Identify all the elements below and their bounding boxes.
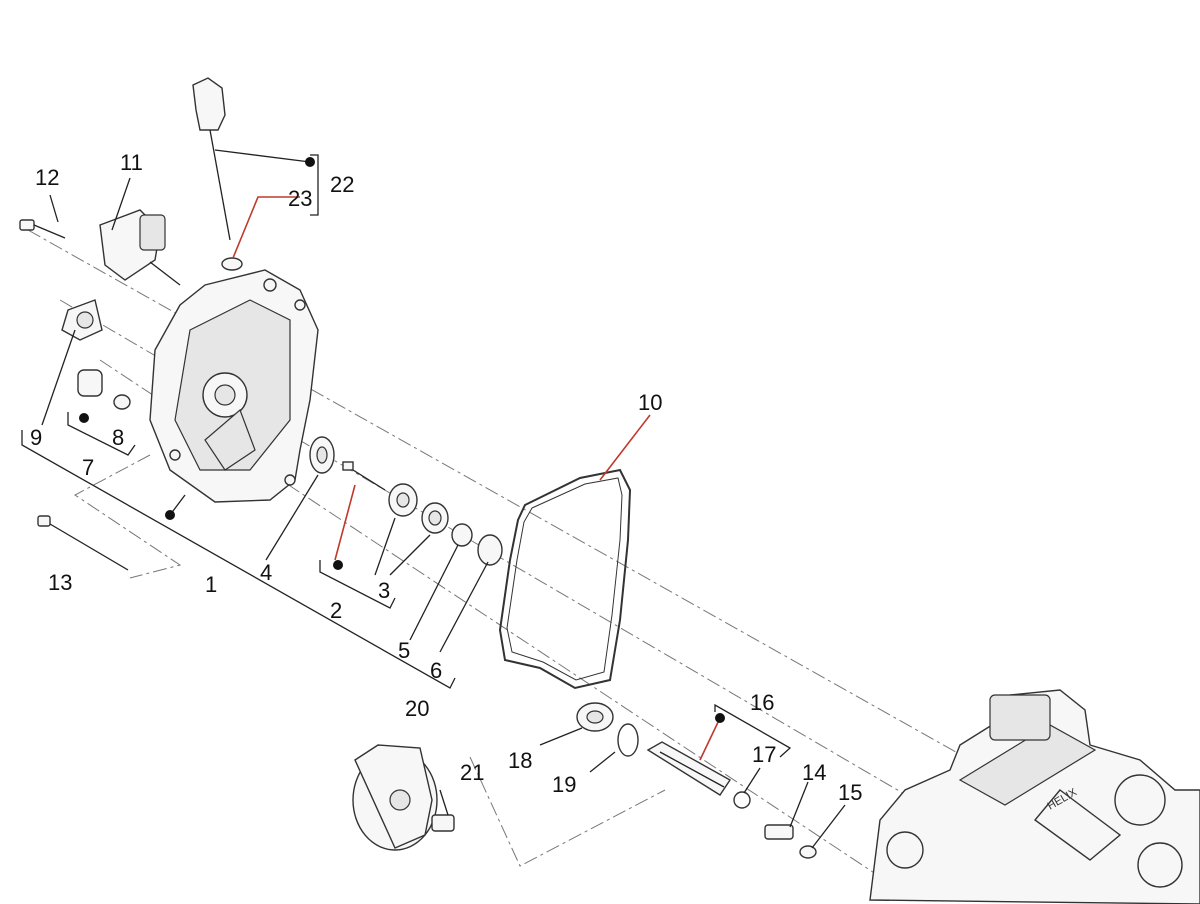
callout-21: 21: [460, 760, 484, 785]
callout-12: 12: [35, 165, 59, 190]
callout-5: 5: [398, 638, 410, 663]
callout-19: 19: [552, 772, 576, 797]
oil-filter: [352, 744, 455, 851]
gasket: [498, 468, 632, 690]
callout-16: 16: [750, 690, 774, 715]
callout-20: 20: [405, 696, 429, 721]
long-bolt: [37, 515, 129, 571]
callout-23: 23: [288, 186, 312, 211]
callout-3: 3: [378, 578, 390, 603]
callout-2: 2: [330, 598, 342, 623]
leader-lines: [21, 149, 846, 849]
callout-10: 10: [638, 390, 662, 415]
filter-screen-stack: [576, 702, 817, 859]
callout-labels: 1 2 3 4 5 6 7 8 9 10 11 12 13 14 15 16 1…: [30, 150, 862, 805]
callout-13: 13: [48, 570, 72, 595]
callout-1: 1: [205, 572, 217, 597]
dipstick-part: [192, 77, 243, 271]
pump-rotor: [61, 299, 103, 341]
callout-9: 9: [30, 425, 42, 450]
plug-and-ring: [77, 369, 131, 410]
callout-7: 7: [82, 455, 94, 480]
bolt-part: [19, 219, 66, 239]
callout-22: 22: [330, 172, 354, 197]
callout-8: 8: [112, 425, 124, 450]
actuator-part: [99, 209, 181, 286]
callout-11: 11: [120, 150, 143, 175]
engine-block: HELIX: [869, 689, 1200, 904]
callout-4: 4: [260, 560, 272, 585]
callout-6: 6: [430, 658, 442, 683]
callout-18: 18: [508, 748, 532, 773]
callout-15: 15: [838, 780, 862, 805]
callout-14: 14: [802, 760, 826, 785]
crankcase-cover: [149, 269, 319, 503]
callout-17: 17: [752, 742, 776, 767]
shaft-bearing-stack: [309, 436, 503, 566]
